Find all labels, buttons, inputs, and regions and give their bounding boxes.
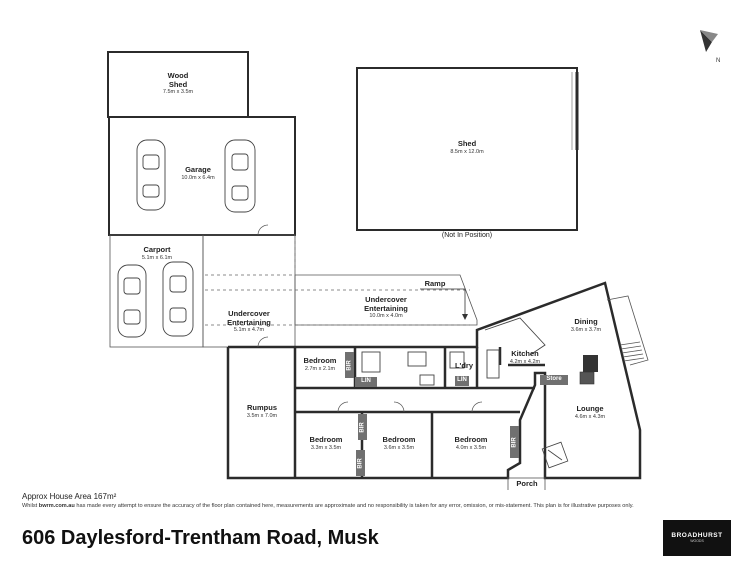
ramp-label: Ramp (420, 279, 450, 289)
garage-name: Garage (185, 165, 211, 174)
wood-shed-name-2: Shed (168, 79, 188, 89)
not-in-position-text: (Not In Position) (441, 232, 493, 239)
north-arrow-icon: N (700, 30, 720, 64)
garage-dims: 10.0m x 6.4m (181, 174, 215, 181)
bedroom3-label: Bedroom 4.0m x 3.5m (440, 435, 502, 451)
bir-label-3: BIR (357, 458, 364, 469)
disclaimer-post: has made every attempt to ensure the acc… (74, 503, 634, 509)
undercover-mid-dims: 10.0m x 4.0m (369, 313, 403, 320)
lounge-label: Lounge 4.6m x 4.3m (560, 404, 620, 420)
lin-tag-1 (355, 377, 377, 387)
undercover-mid-name-2: Entertaining (364, 303, 408, 313)
carport-dims: 5.1m x 6.1m (141, 254, 173, 261)
floor-plan (107, 51, 649, 490)
lin-label-1: LIN (361, 378, 371, 384)
bedroom1-label: Bedroom 3.3m x 3.5m (297, 435, 355, 451)
kitchen-name: Kitchen (511, 349, 539, 358)
ramp-text: Ramp (424, 279, 446, 288)
rumpus-name: Rumpus (247, 403, 277, 412)
undercover-mid-label: Undercover Entertaining 10.0m x 4.0m (350, 295, 422, 320)
lin-tag-2 (455, 376, 469, 386)
undercover-left-name-1: Undercover (228, 309, 270, 318)
house-area: Approx House Area 167m² (22, 492, 117, 501)
property-address: 606 Daylesford-Trentham Road, Musk (22, 527, 379, 549)
bedroom2-label: Bedroom 3.6m x 3.5m (368, 435, 430, 451)
brand-logo: BROADHURST WOODS (663, 520, 731, 556)
wood-shed-name-1: Wood (167, 71, 189, 80)
bedroom3-name: Bedroom (454, 435, 488, 444)
store-label: Store (546, 376, 562, 382)
brand-sub: WOODS (690, 539, 704, 543)
bir-tag-3 (356, 450, 365, 476)
garage-label: Garage 10.0m x 6.4m (168, 165, 228, 181)
store-tag (540, 375, 568, 385)
disclaimer: Whilst bwrm.com.au has made every attemp… (22, 503, 634, 509)
rumpus-label: Rumpus 3.5m x 7.0m (232, 403, 292, 419)
lounge-dims: 4.6m x 4.3m (574, 413, 606, 420)
north-label: N (716, 58, 720, 64)
dining-dims: 3.6m x 3.7m (570, 326, 602, 333)
dining-name: Dining (574, 317, 598, 326)
house-outline (226, 281, 642, 480)
wood-shed-label: Wood Shed 7.5m x 3.5m (148, 71, 208, 96)
lin-label-2: LIN (457, 377, 467, 383)
bedroom2-name: Bedroom (382, 435, 416, 444)
bedroom1-name: Bedroom (309, 435, 343, 444)
carport-name: Carport (143, 245, 171, 254)
porch-outline (507, 477, 546, 490)
laundry-label: L'dry (452, 361, 476, 371)
bir-tag-2 (358, 414, 367, 440)
lounge-name: Lounge (576, 404, 604, 413)
bir-tag-1 (345, 352, 354, 378)
bedroom3-dims: 4.0m x 3.5m (455, 444, 487, 451)
not-in-position-label: (Not In Position) (425, 232, 509, 240)
porch-name: Porch (516, 479, 538, 488)
bedroom-small-dims: 2.7m x 2.1m (304, 365, 336, 372)
bir-label-1: BIR (346, 360, 353, 371)
brand-name: BROADHURST (671, 532, 723, 539)
undercover-mid-name-1: Undercover (365, 295, 407, 304)
shed-label: Shed 8.5m x 12.0m (437, 139, 497, 155)
bir-label-4: BIR (511, 437, 518, 448)
carport-label: Carport 5.1m x 6.1m (126, 245, 188, 261)
kitchen-label: Kitchen 4.2m x 4.2m (500, 349, 550, 365)
bedroom2-dims: 3.6m x 3.5m (383, 444, 415, 451)
laundry-name: L'dry (454, 361, 474, 370)
bir-label-2: BIR (359, 422, 366, 433)
wood-shed-dims: 7.5m x 3.5m (162, 89, 194, 96)
dining-label: Dining 3.6m x 3.7m (556, 317, 616, 333)
undercover-mid-outline (294, 274, 478, 326)
bedroom-small-label: Bedroom 2.7m x 2.1m (297, 356, 343, 372)
shed-dims: 8.5m x 12.0m (450, 148, 484, 155)
shed-name: Shed (457, 139, 477, 148)
bedroom1-dims: 3.3m x 3.5m (310, 444, 342, 451)
undercover-left-label: Undercover Entertaining 5.1m x 4.7m (213, 309, 285, 334)
disclaimer-site: bwrm.com.au (38, 503, 75, 509)
bir-tag-4 (510, 426, 519, 458)
rumpus-dims: 3.5m x 7.0m (246, 412, 278, 419)
bedroom-small-name: Bedroom (303, 356, 337, 365)
disclaimer-pre: Whilst (22, 503, 39, 509)
undercover-left-name-2: Entertaining (227, 317, 271, 327)
kitchen-dims: 4.2m x 4.2m (509, 358, 541, 365)
porch-label: Porch (510, 479, 544, 489)
undercover-left-dims: 5.1m x 4.7m (233, 327, 265, 334)
